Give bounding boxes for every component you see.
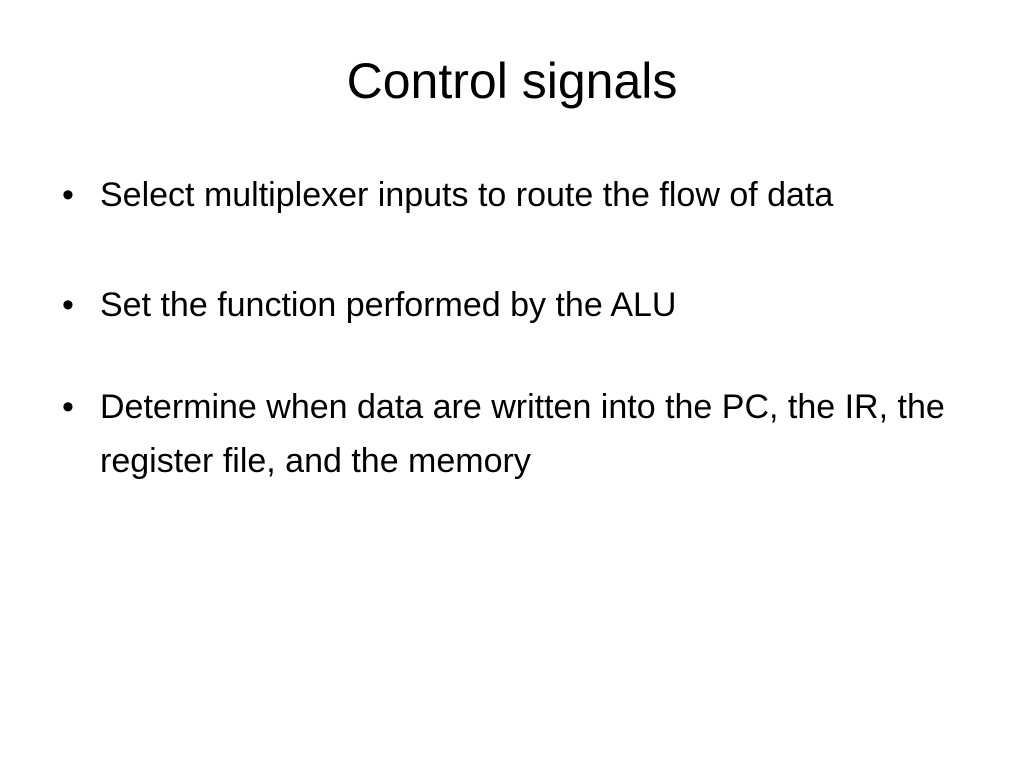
bullet-glyph: • <box>62 286 74 324</box>
bullet-item: • Set the function performed by the ALU <box>60 278 960 332</box>
bullet-text: Set the function performed by the ALU <box>100 286 677 324</box>
bullet-list: • Select multiplexer inputs to route the… <box>60 168 960 544</box>
bullet-item: • Select multiplexer inputs to route the… <box>60 168 960 222</box>
bullet-text: Select multiplexer inputs to route the f… <box>100 176 834 214</box>
bullet-glyph: • <box>62 176 74 214</box>
slide-title: Control signals <box>346 53 678 109</box>
bullet-text: Determine when data are written into the… <box>100 388 945 480</box>
bullet-item: • Determine when data are written into t… <box>60 380 960 488</box>
bullet-glyph: • <box>62 388 74 426</box>
